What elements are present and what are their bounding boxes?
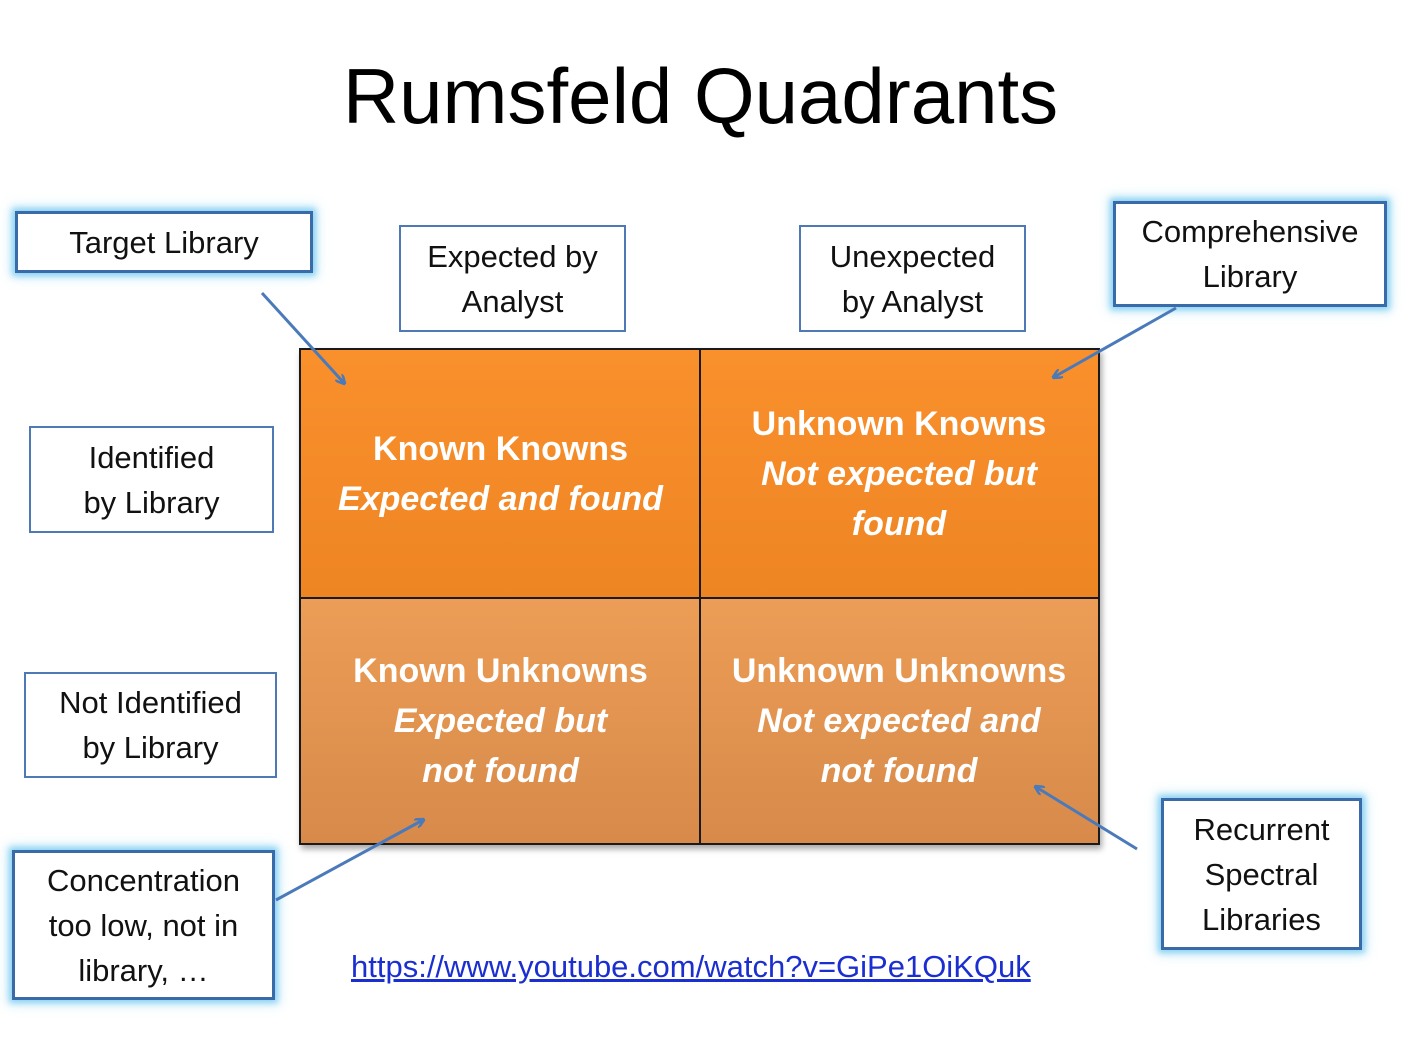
- quadrant-subtitle: Expected and found: [338, 480, 663, 518]
- grid-divider-vertical: [699, 350, 701, 843]
- callout-comprehensive-library: Comprehensive Library: [1113, 201, 1387, 307]
- quadrant-subtitle: Not expected but found: [761, 455, 1037, 543]
- quadrant-known-unknowns: Known Unknowns Expected but not found: [301, 598, 700, 843]
- callout-concentration: Concentration too low, not in library, …: [12, 850, 275, 1000]
- quadrant-title: Known Knowns: [373, 430, 628, 468]
- quadrant-title: Known Unknowns: [353, 651, 648, 690]
- callout-recurrent-spectral: Recurrent Spectral Libraries: [1161, 798, 1362, 950]
- page-title: Rumsfeld Quadrants: [342, 52, 1059, 140]
- quadrant-unknown-knowns: Unknown Knowns Not expected but found: [700, 350, 1098, 598]
- quadrant-known-knowns: Known Knowns Expected and found: [301, 350, 700, 598]
- row-header-not-identified: Not Identified by Library: [24, 672, 277, 778]
- callout-target-library: Target Library: [15, 211, 313, 273]
- quadrant-subtitle: Not expected and not found: [757, 701, 1041, 790]
- column-header-unexpected: Unexpected by Analyst: [799, 225, 1026, 332]
- column-header-expected: Expected by Analyst: [399, 225, 626, 332]
- youtube-link[interactable]: https://www.youtube.com/watch?v=GiPe1OiK…: [351, 949, 1031, 984]
- row-header-identified: Identified by Library: [29, 426, 274, 533]
- quadrant-subtitle: Expected but not found: [393, 701, 608, 790]
- quadrant-title: Unknown Unknowns: [731, 651, 1067, 690]
- quadrant-unknown-unknowns: Unknown Unknowns Not expected and not fo…: [700, 598, 1098, 843]
- quadrant-title: Unknown Knowns: [751, 405, 1047, 443]
- quadrant-grid: Known Knowns Expected and found Unknown …: [299, 348, 1100, 845]
- grid-divider-horizontal: [301, 597, 1098, 599]
